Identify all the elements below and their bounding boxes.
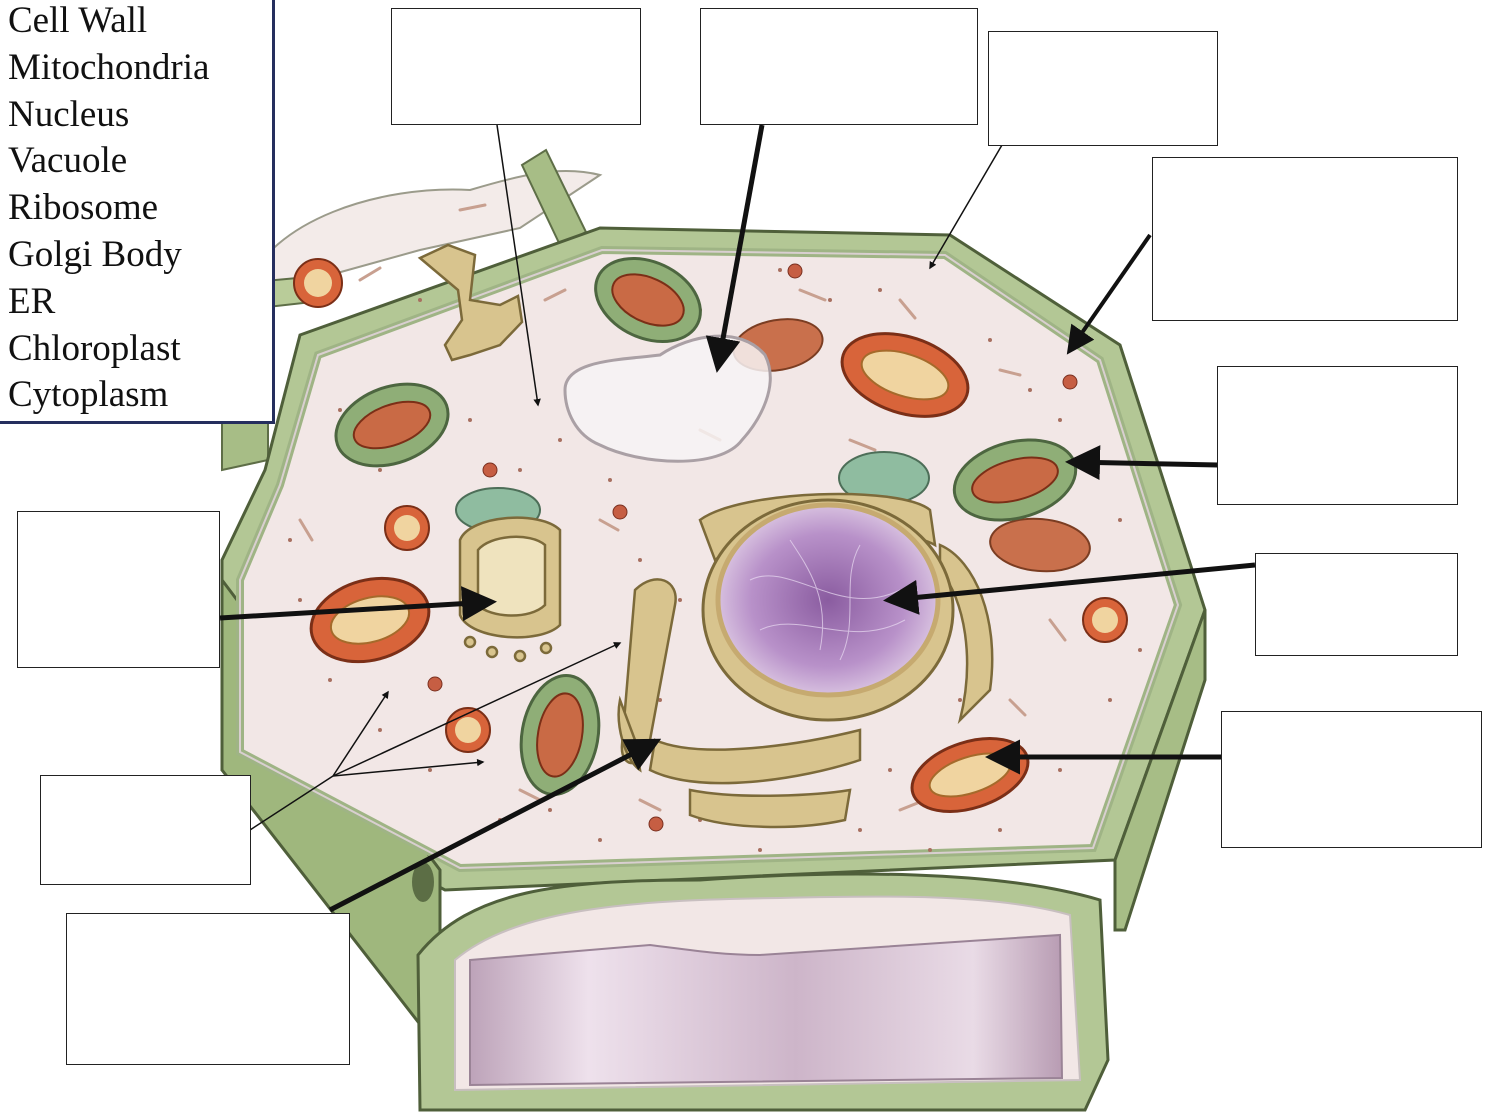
cell-wall-label-box[interactable]: [1152, 157, 1458, 321]
mitochondria-label-box[interactable]: [1221, 711, 1482, 848]
word-bank-item: Vacuole: [8, 138, 272, 185]
er-label-box[interactable]: [66, 913, 350, 1065]
cell-membrane-label-box[interactable]: [988, 31, 1218, 146]
front-wall-cutaway: [418, 874, 1108, 1110]
nucleus-label-box[interactable]: [1255, 553, 1458, 656]
nucleus: [703, 500, 953, 720]
word-bank-item: Nucleus: [8, 92, 272, 139]
word-bank-item: Mitochondria: [8, 45, 272, 92]
word-bank-item: Cell Wall: [8, 0, 272, 45]
chloroplast-label-box[interactable]: [1217, 366, 1458, 505]
word-bank-item: Golgi Body: [8, 232, 272, 279]
word-bank-item: ER: [8, 279, 272, 326]
word-bank-item: Cytoplasm: [8, 372, 272, 419]
cell-wall-pointer: [1070, 235, 1150, 350]
word-bank-item: Chloroplast: [8, 326, 272, 373]
cytoplasm-label-box[interactable]: [391, 8, 641, 125]
word-bank-item: Ribosome: [8, 185, 272, 232]
golgi-label-box[interactable]: [17, 511, 220, 668]
word-bank-list: Cell Wall Mitochondria Nucleus Vacuole R…: [0, 0, 272, 419]
vacuole-label-box[interactable]: [700, 8, 978, 125]
chloroplast-pointer: [1072, 462, 1218, 465]
ribosome-label-box[interactable]: [40, 775, 251, 885]
word-bank: Cell Wall Mitochondria Nucleus Vacuole R…: [0, 0, 275, 424]
